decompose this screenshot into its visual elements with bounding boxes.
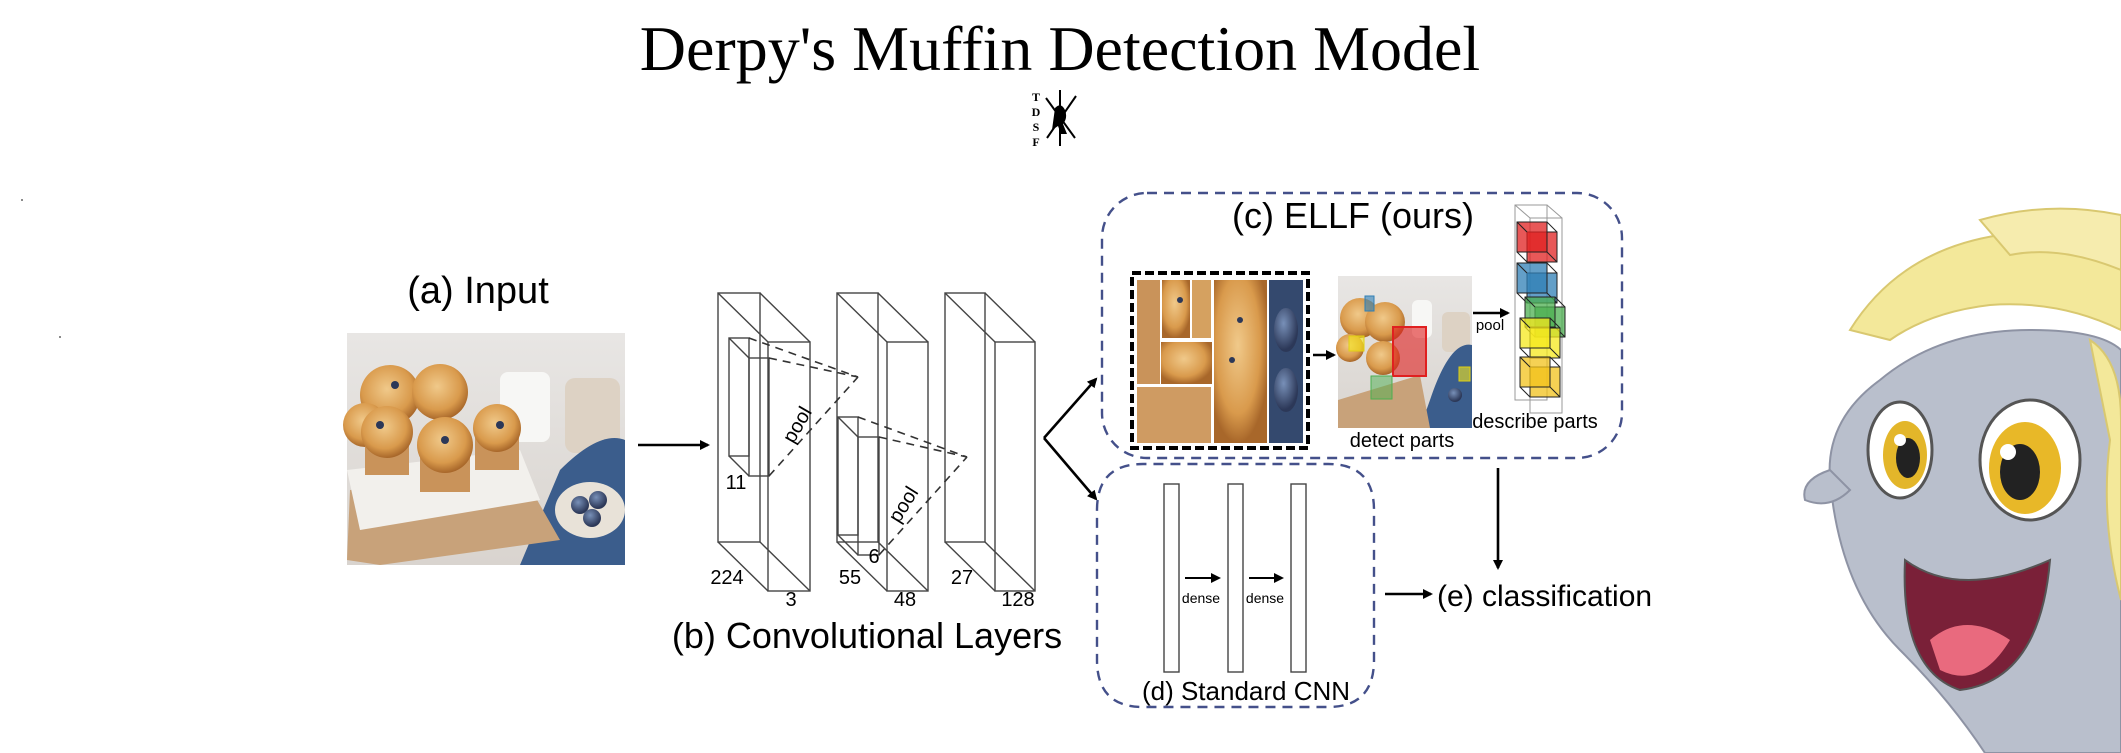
dense-layer	[1290, 483, 1307, 673]
pool-projection-1	[748, 337, 859, 477]
conv-layer-2	[836, 292, 929, 592]
dot	[21, 199, 23, 201]
dim-label: 3	[785, 589, 796, 611]
dot	[59, 336, 61, 338]
dim-label: 48	[894, 589, 916, 611]
logo-letter: S	[1033, 120, 1040, 134]
logo-letter: F	[1032, 135, 1039, 149]
describe-parts-label: describe parts	[1472, 411, 1598, 433]
dense-layer	[1227, 483, 1244, 673]
dim-label: 6	[868, 546, 879, 568]
logo-letter: T	[1032, 90, 1040, 104]
dim-label: 128	[1001, 589, 1034, 611]
dim-label: 11	[726, 472, 747, 494]
pool-label: pool	[885, 483, 924, 527]
dim-label: 55	[839, 567, 861, 589]
arrow-to-ellf	[1043, 377, 1098, 439]
dense-label: dense	[1182, 590, 1220, 606]
part-descriptor-cube	[1516, 221, 1558, 263]
tdsf-logo: T D S F	[1032, 90, 1077, 149]
logo-letter: D	[1032, 105, 1041, 119]
cnn-box	[1095, 462, 1376, 709]
part-descriptor-stack	[1514, 204, 1566, 414]
classification-label: (e) classification	[1437, 580, 1652, 613]
muffin-input-image	[343, 333, 625, 565]
collage-frame	[1130, 271, 1310, 450]
dim-label: 27	[951, 567, 973, 589]
muffin-crops-collage	[1134, 275, 1306, 446]
pool-label: pool	[1476, 317, 1504, 334]
detect-parts-label: detect parts	[1350, 430, 1455, 452]
dim-label: 224	[710, 567, 743, 589]
dense-layer	[1163, 483, 1180, 673]
page-title: Derpy's Muffin Detection Model	[640, 13, 1480, 84]
conv-layer-3	[944, 292, 1036, 592]
detected-parts-image	[1336, 276, 1472, 428]
part-descriptor-cube	[1519, 317, 1561, 359]
pool-projection-2	[857, 416, 968, 556]
input-label: (a) Input	[407, 270, 549, 312]
arrow-to-cnn	[1043, 437, 1098, 501]
conv-layer-1	[717, 292, 811, 592]
cnn-label: (d) Standard CNN	[1142, 676, 1350, 706]
part-descriptor-cube	[1519, 356, 1561, 398]
ellf-box	[1100, 191, 1624, 460]
pool-label: pool	[779, 403, 817, 447]
derpy-pony-illustration	[1803, 207, 2121, 753]
conv-label: (b) Convolutional Layers	[672, 615, 1062, 656]
dense-label: dense	[1246, 590, 1284, 606]
ellf-label: (c) ELLF (ours)	[1232, 195, 1474, 236]
